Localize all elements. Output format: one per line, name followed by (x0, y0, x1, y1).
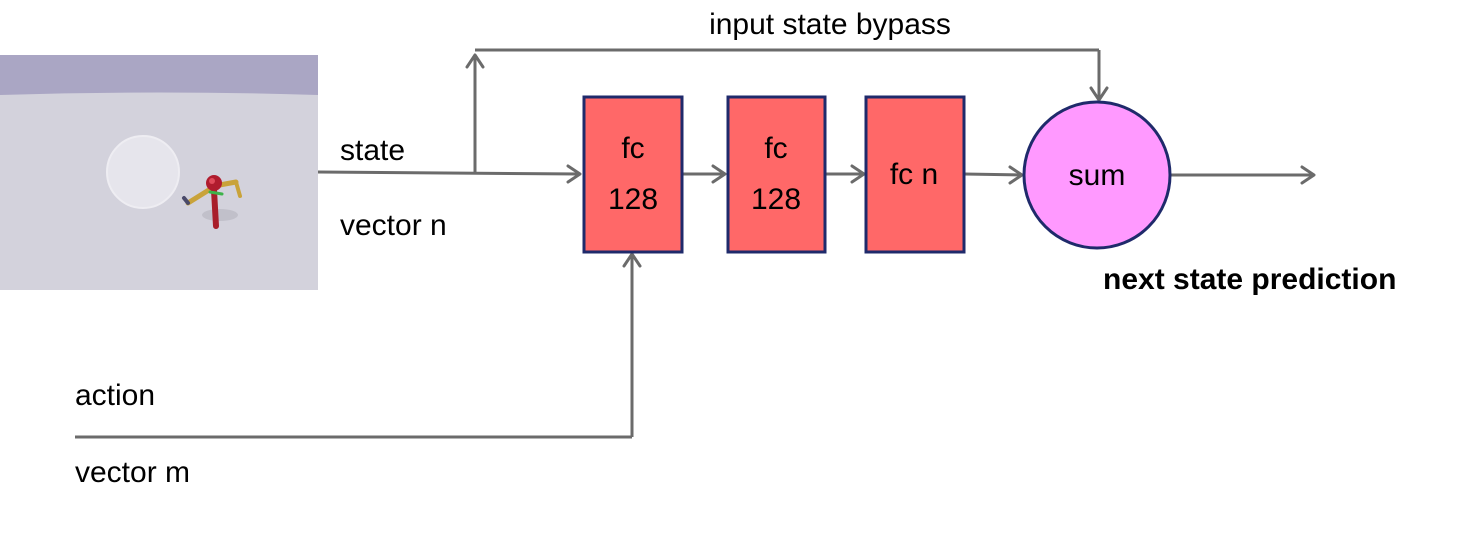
sum-node: sum (1022, 100, 1172, 250)
simulation-scene-thumbnail (0, 55, 318, 290)
fc-layer-3-box (864, 95, 966, 254)
bypass-label: input state bypass (709, 8, 951, 41)
fc-layer-2-line1: fc (764, 132, 787, 165)
output-arrowhead-icon (1300, 165, 1316, 185)
bypass-down-arrowhead-icon (1089, 86, 1109, 102)
action-label: action (75, 379, 155, 412)
sum-input-arrowhead-icon (1008, 165, 1024, 185)
action-up-arrowhead-icon (622, 252, 642, 268)
state-input-wire (317, 170, 581, 176)
fc-layer-3: fc n (864, 95, 966, 254)
scene-sky (0, 55, 318, 95)
state-arrowhead-icon (566, 164, 582, 184)
state-label: state (340, 134, 405, 167)
output-label: next state prediction (1103, 263, 1396, 296)
layer1-arrowhead-icon (711, 164, 727, 184)
fc-layer-2: fc 128 (726, 95, 827, 254)
connection-wires (75, 48, 1316, 439)
state-vector-label: vector n (340, 209, 447, 242)
layer3-to-sum-wire (963, 172, 1023, 177)
fc-layer-1-box (582, 95, 684, 254)
ant-robot-icon (182, 175, 242, 229)
sum-label: sum (1069, 159, 1126, 192)
sum-circle (1022, 100, 1172, 250)
fc-layer-1: fc 128 (582, 95, 684, 254)
bypass-up-arrowhead-icon (465, 53, 485, 69)
fc-layer-1-line2: 128 (608, 183, 658, 216)
action-vector-label: vector m (75, 456, 190, 489)
fc-layer-2-box (726, 95, 827, 254)
layer2-arrowhead-icon (850, 164, 866, 184)
fc-layer-2-line2: 128 (751, 183, 801, 216)
fc-layer-3-line1: fc n (890, 158, 938, 191)
fc-layer-1-line1: fc (621, 132, 644, 165)
target-sphere (106, 135, 180, 209)
